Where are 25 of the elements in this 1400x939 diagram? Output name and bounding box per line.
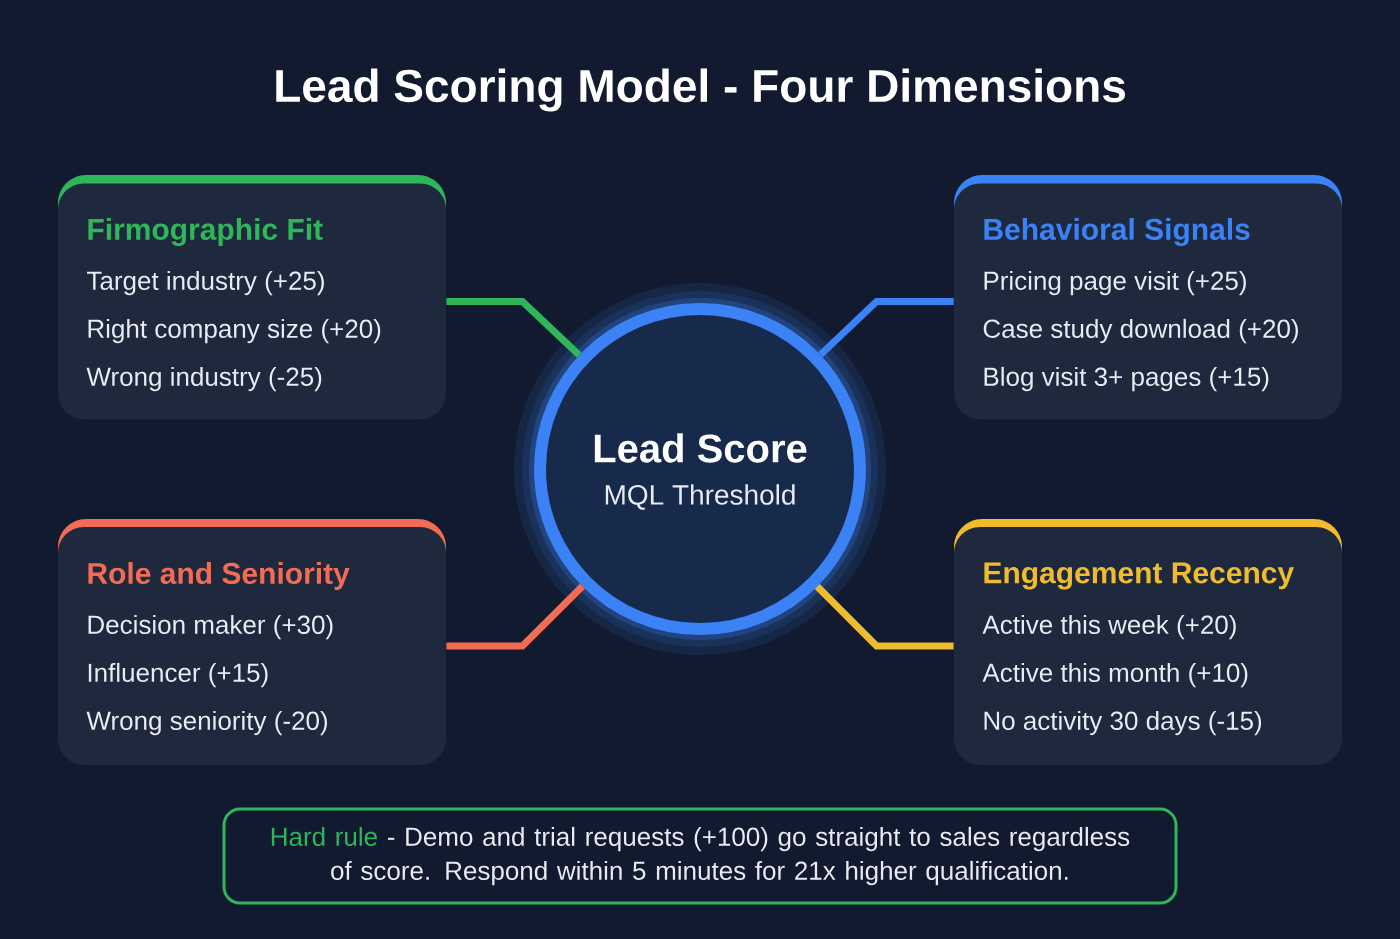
rule-note-box: Hard rule - Demo and trial requests (+100) go straight to sales regardless of score. Respond within 5 minutes for 21x higher qualification. [222,807,1178,905]
circle-title: Lead Score [594,433,807,463]
score-item: Active this week (+20) [982,614,1236,640]
card-title: Firmographic Fit [88,217,323,247]
category-card [58,175,446,420]
score-item: Pricing page visit (+25) [984,270,1246,296]
score-item: Wrong industry (-25) [86,366,322,392]
card-title: Role and Seniority [88,562,350,590]
score-item: Wrong seniority (-20) [86,710,327,736]
circle-subtitle: MQL Threshold [605,484,795,510]
score-circle [514,283,886,655]
score-item: Blog visit 3+ pages (+15) [984,366,1269,392]
category-card [954,519,1342,765]
card-title: Engagement Recency [984,562,1294,590]
category-card [954,175,1342,420]
score-item: Influencer (+15) [88,662,268,688]
score-item: No activity 30 days (-15) [984,710,1262,736]
score-item: Right company size (+20) [88,318,381,344]
score-item: Decision maker (+30) [88,614,333,640]
card-title: Behavioral Signals [984,217,1250,247]
title: Lead Scoring Model - Four Dimensions [276,68,1125,112]
score-item: Active this month (+10) [982,662,1248,688]
score-item: Case study download (+20) [983,318,1298,344]
score-item: Target industry (+25) [87,270,324,296]
category-card [58,519,446,765]
